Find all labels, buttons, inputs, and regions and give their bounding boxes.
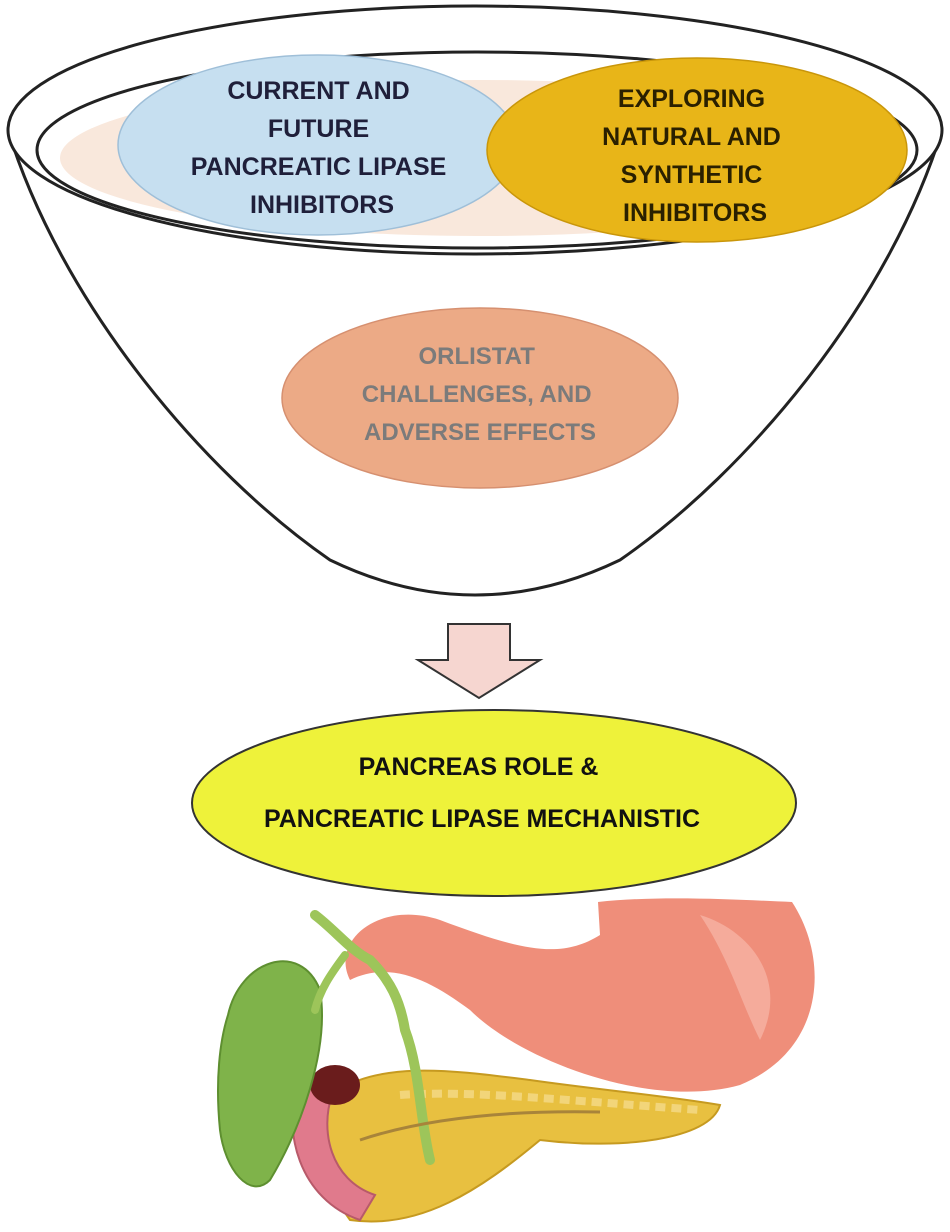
topic-orlistat-ellipse: [281, 307, 679, 489]
focus-pancreas-label: PANCREAS ROLE & PANCREATIC LIPASE MECHAN…: [264, 753, 700, 833]
pancreatic-duct: [359, 1110, 601, 1142]
topic-right-line: SYNTHETIC: [621, 161, 763, 189]
topic-center-line: ORLISTAT: [418, 343, 535, 370]
focus-line: PANCREAS ROLE &: [359, 753, 599, 781]
stomach-shape: [345, 898, 815, 1092]
topic-right-line: NATURAL AND: [602, 123, 781, 151]
topic-orlistat-label: ORLISTAT CHALLENGES, AND ADVERSE EFFECTS: [362, 343, 598, 446]
down-arrow-icon: [414, 623, 544, 700]
topic-left-line: CURRENT AND: [227, 77, 409, 105]
bile-duct-branch: [311, 951, 349, 1014]
intestine-opening: [310, 1065, 360, 1105]
topic-left-line: INHIBITORS: [250, 191, 394, 219]
pancreas-lobes: [399, 1089, 701, 1114]
topic-left-line: FUTURE: [268, 115, 369, 143]
gallbladder-shape: [216, 960, 323, 1188]
topic-natural-synthetic-label: EXPLORING NATURAL AND SYNTHETIC INHIBITO…: [602, 85, 788, 227]
topic-current-future-label: CURRENT AND FUTURE PANCREATIC LIPASE INH…: [191, 77, 454, 219]
bile-duct: [310, 910, 435, 1165]
focus-pancreas-ellipse: [191, 709, 797, 897]
stomach-highlight: [700, 915, 771, 1040]
pancreas-anatomy-illustration: [216, 898, 815, 1223]
focus-line: PANCREATIC LIPASE MECHANISTIC: [264, 805, 700, 833]
topic-left-line: PANCREATIC LIPASE: [191, 153, 447, 181]
topic-right-line: INHIBITORS: [623, 199, 767, 227]
topic-center-line: CHALLENGES, AND: [362, 381, 592, 408]
topic-right-line: EXPLORING: [618, 85, 765, 113]
topic-center-line: ADVERSE EFFECTS: [364, 419, 596, 446]
topic-natural-synthetic-ellipse: [486, 57, 908, 243]
